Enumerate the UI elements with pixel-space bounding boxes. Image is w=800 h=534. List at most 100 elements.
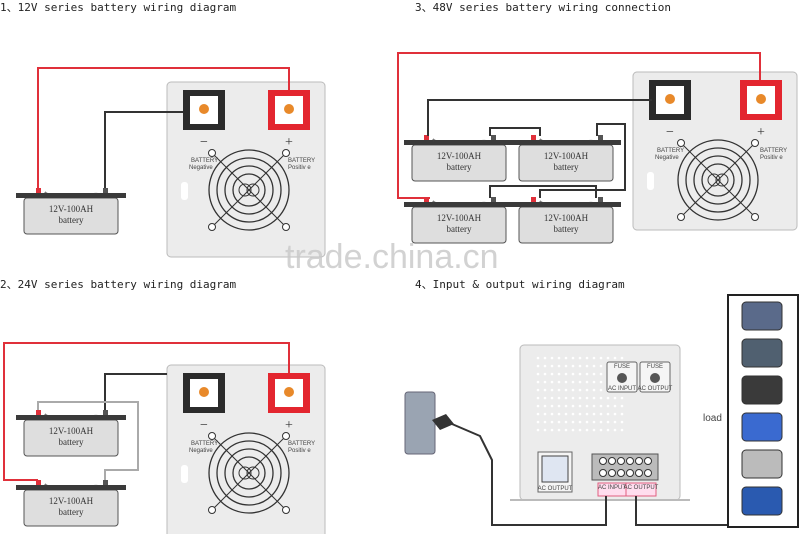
diagram-title-3: 3、48V series battery wiring connection — [415, 1, 671, 14]
minus-sign: − — [482, 200, 486, 206]
screw-terminal — [599, 457, 607, 465]
vent-hole — [564, 404, 568, 408]
fan-ring — [677, 139, 759, 221]
battery-rating: 12V-100AH — [544, 213, 589, 223]
vent-hole — [585, 372, 589, 376]
screw-icon — [282, 223, 290, 231]
vent-hole — [564, 428, 568, 432]
vent-hole — [550, 396, 554, 400]
battery-positive-label: BATTERY — [288, 441, 315, 447]
vent-hole — [557, 364, 561, 368]
vent-hole — [620, 396, 624, 400]
vent-hole — [550, 364, 554, 368]
vent-hole — [599, 420, 603, 424]
vent-hole — [571, 412, 575, 416]
vent-hole — [613, 420, 617, 424]
battery-negative-label: Negative — [189, 448, 213, 454]
vent-hole — [613, 356, 617, 360]
fan-icon — [741, 412, 783, 442]
positive-post — [531, 135, 536, 140]
fuse-label: FUSE — [647, 364, 663, 370]
vent-hole — [536, 380, 540, 384]
fan-ring — [224, 448, 274, 498]
vent-hole — [564, 388, 568, 392]
positive-post — [36, 410, 41, 415]
battery-top — [404, 140, 514, 145]
negative-post — [598, 135, 603, 140]
vent-hole — [564, 364, 568, 368]
vent-hole — [592, 396, 596, 400]
vent-hole — [543, 356, 547, 360]
vent-hole — [550, 388, 554, 392]
vent-hole — [606, 428, 610, 432]
positive-wire — [3, 342, 290, 481]
vent-hole — [599, 364, 603, 368]
vent-hole — [606, 412, 610, 416]
socket-label: AC OUTPUT — [538, 486, 573, 492]
minus-sign: − — [94, 413, 98, 419]
positive-post — [36, 188, 41, 193]
vent-hole — [592, 420, 596, 424]
battery-rating: 12V-100AH — [49, 426, 94, 436]
terminal-bolt — [284, 104, 294, 114]
vent-hole — [613, 428, 617, 432]
diagram-title-1: 1、12V series battery wiring diagram — [0, 1, 237, 14]
vent-hole — [536, 364, 540, 368]
negative-wire — [427, 99, 652, 136]
series-link — [489, 185, 597, 198]
vent-hole — [606, 396, 610, 400]
vent-hole — [543, 364, 547, 368]
fan-icon — [208, 432, 290, 514]
battery-label: battery — [447, 162, 472, 172]
negative-post — [598, 197, 603, 202]
vent-hole — [557, 372, 561, 376]
radio-icon — [741, 449, 783, 479]
vent-hole — [536, 420, 540, 424]
fan-hub — [715, 173, 729, 187]
vent-hole — [550, 356, 554, 360]
screw-terminal — [635, 457, 643, 465]
vent-hole — [592, 404, 596, 408]
negative-post — [491, 135, 496, 140]
plug-head — [432, 414, 454, 430]
vent-hole — [620, 356, 624, 360]
ac-output-terminal-label: AC OUTPUT — [624, 485, 659, 491]
vent-hole — [536, 404, 540, 408]
vent-hole — [578, 380, 582, 384]
screw-icon — [751, 139, 759, 147]
vent-hole — [536, 412, 540, 416]
vent-hole — [543, 372, 547, 376]
series-link — [489, 127, 541, 136]
vent-hole — [564, 380, 568, 384]
vent-hole — [543, 388, 547, 392]
fan-icon — [208, 149, 290, 231]
plus-sign: + — [432, 200, 436, 206]
battery-label: battery — [554, 162, 579, 172]
vent-hole — [592, 388, 596, 392]
negative-terminal — [649, 80, 691, 120]
tv-icon — [741, 375, 783, 405]
fuse-port-label: AC INPUT — [608, 386, 636, 392]
phone-charger-icon — [741, 338, 783, 368]
screw-icon — [282, 432, 290, 440]
battery-positive-label: Positiv e — [288, 165, 311, 171]
battery-negative-label: BATTERY — [191, 158, 218, 164]
screw-icon — [208, 506, 216, 514]
ac-input-terminal-label: AC INPUT — [598, 485, 626, 491]
minus-sign: − — [482, 138, 486, 144]
positive-post — [424, 135, 429, 140]
vent-hole — [557, 388, 561, 392]
switch-icon — [647, 172, 654, 190]
battery-top — [16, 485, 126, 490]
plus-sign: + — [539, 200, 543, 206]
negative-post — [103, 188, 108, 193]
diagram-title-4: 4、Input & output wiring diagram — [415, 278, 625, 291]
